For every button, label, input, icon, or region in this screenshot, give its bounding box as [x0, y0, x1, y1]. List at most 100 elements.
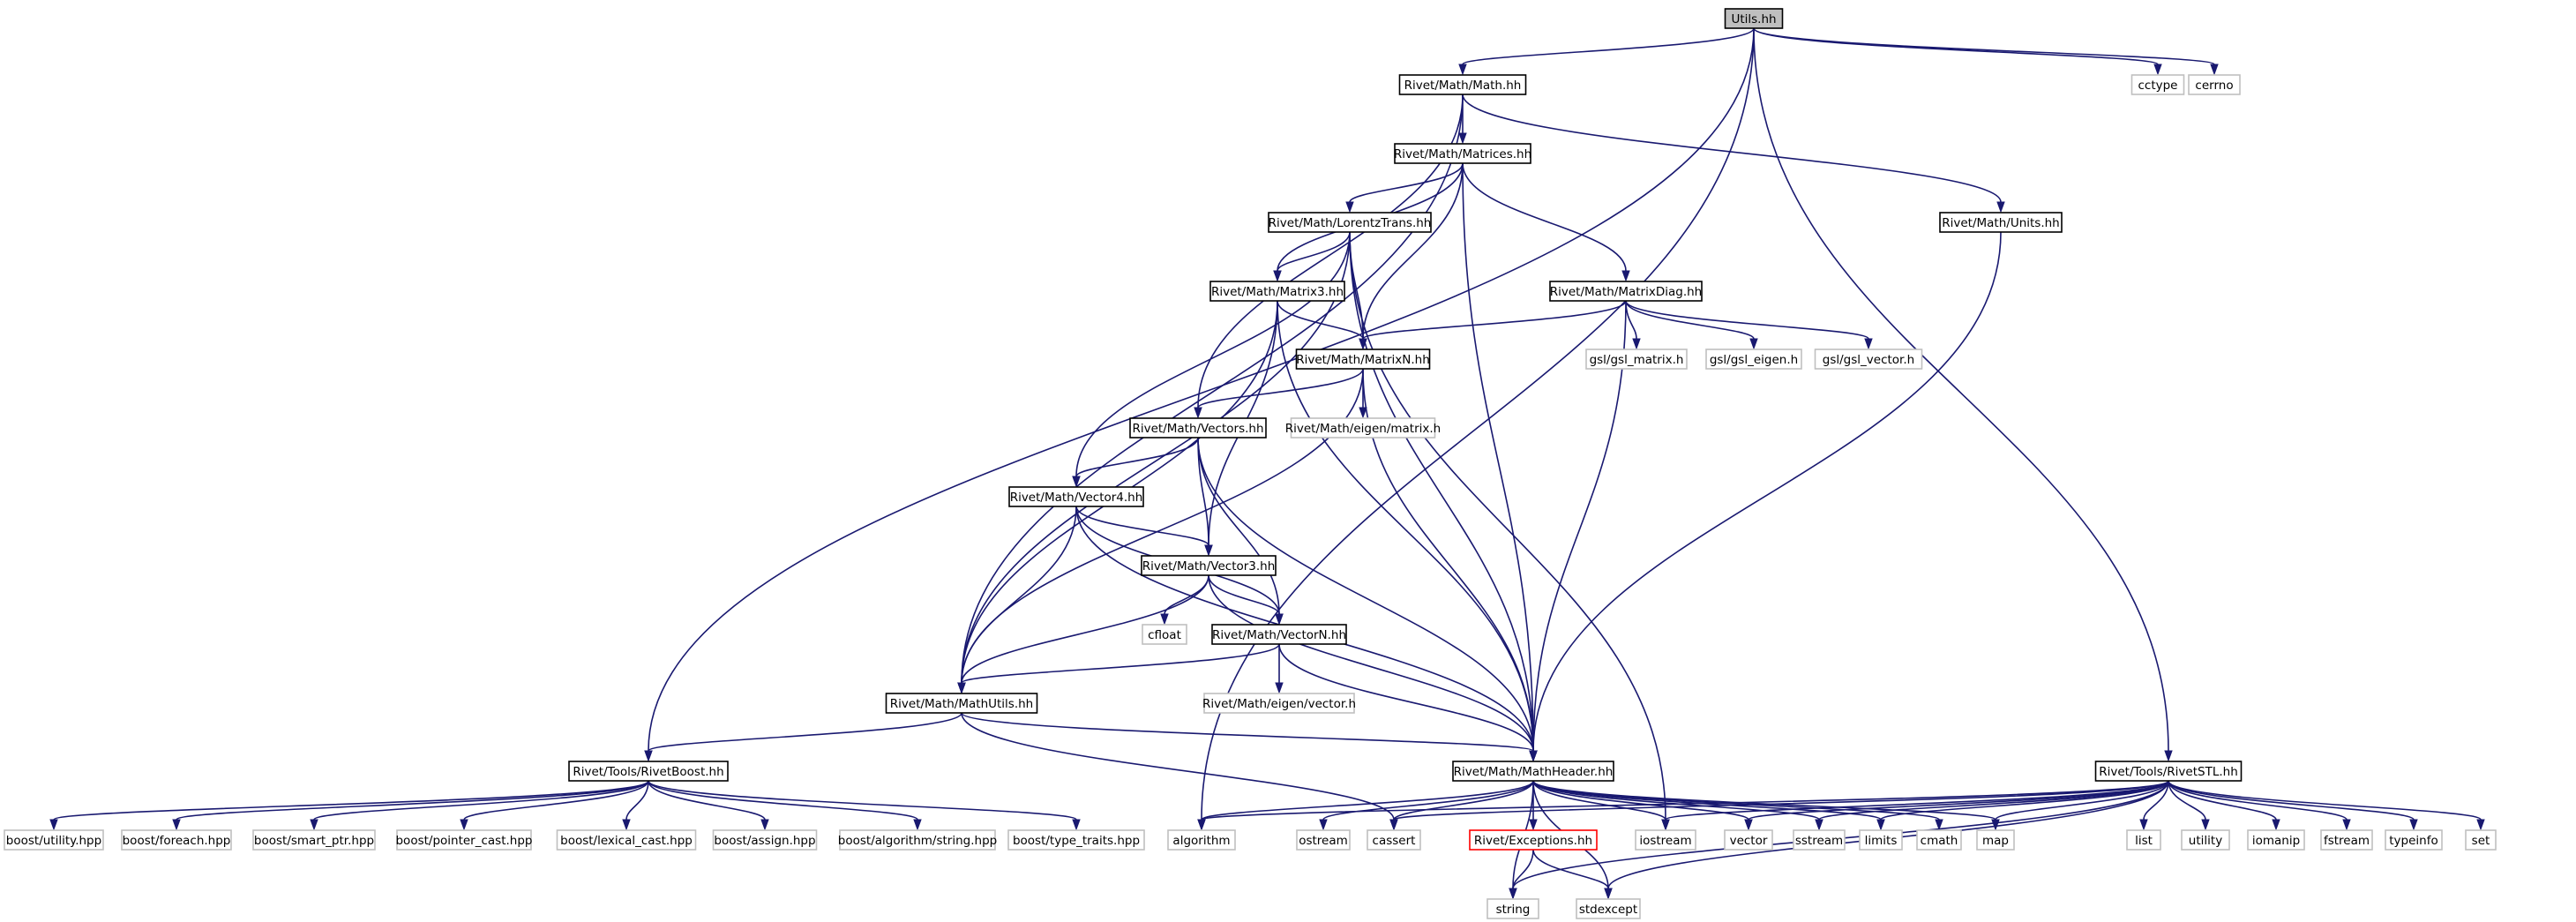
arrowhead-matrixn-to-eigenmatrix [1359, 407, 1367, 419]
node-math-label: Rivet/Math/Math.hh [1404, 79, 1522, 93]
arrowhead-rivetstl-to-cassert [1389, 819, 1398, 831]
node-typeinfo-box [2385, 829, 2443, 851]
arrowhead-vector3-to-vectorn [1275, 613, 1284, 626]
node-vector3-label: Rivet/Math/Vector3.hh [1142, 559, 1276, 573]
node-vector3[interactable]: Rivet/Math/Vector3.hh [1141, 555, 1277, 576]
node-rivetboost-box [568, 761, 729, 782]
node-limits-label: limits [1865, 834, 1898, 848]
node-units-label: Rivet/Math/Units.hh [1942, 216, 2060, 230]
arrowhead-rivetstl-to-iomanip [2272, 819, 2280, 831]
node-mathheader[interactable]: Rivet/Math/MathHeader.hh [1452, 761, 1614, 782]
arrowhead-rivetstl-to-algorithm [1197, 819, 1206, 831]
node-blexical-label: boost/lexical_cast.hpp [560, 834, 693, 848]
node-sstream-box [1793, 829, 1846, 851]
arrowhead-rivetstl-to-set [2476, 819, 2485, 831]
node-eigenvector-box [1203, 693, 1355, 714]
arrowhead-vector4-to-vector3 [1204, 544, 1213, 557]
node-matrix3-label: Rivet/Math/Matrix3.hh [1211, 285, 1344, 299]
edge-vectors-to-mathheader [1197, 437, 1534, 752]
node-blexical: boost/lexical_cast.hpp [556, 829, 697, 851]
arrowhead-mathheader-to-ostream [1319, 819, 1328, 831]
node-matrixn[interactable]: Rivet/Math/MatrixN.hh [1295, 349, 1431, 370]
arrowhead-math-to-matrices [1458, 132, 1467, 145]
node-utility: utility [2181, 829, 2230, 851]
node-cctype-box [2130, 74, 2185, 95]
node-stdexcept-box [1576, 898, 1641, 919]
edge-mathutils-to-cassert [961, 712, 1395, 821]
node-vectorn-box [1211, 624, 1347, 645]
edge-exceptions-to-stdexcept [1532, 849, 1609, 889]
node-math[interactable]: Rivet/Math/Math.hh [1398, 74, 1527, 95]
edge-rivetboost-to-balgstring [648, 780, 918, 821]
arrowhead-vectorn-to-eigenvector [1275, 682, 1284, 694]
arrowhead-matrixdiag-to-gslmatrix [1632, 338, 1641, 350]
node-bsmartptr: boost/smart_ptr.hpp [252, 829, 376, 851]
node-bsmartptr-box [252, 829, 376, 851]
edge-vectors-to-vector4 [1075, 437, 1199, 477]
node-cctype-label: cctype [2138, 79, 2177, 93]
node-bsmartptr-label: boost/smart_ptr.hpp [254, 834, 374, 848]
node-map-label: map [1982, 834, 2009, 848]
node-vector4[interactable]: Rivet/Math/Vector4.hh [1008, 486, 1144, 507]
edge-vector4-to-vector3 [1075, 506, 1209, 546]
node-matrixdiag[interactable]: Rivet/Math/MatrixDiag.hh [1549, 281, 1703, 302]
node-rivetboost[interactable]: Rivet/Tools/RivetBoost.hh [568, 761, 729, 782]
node-gsleigen-label: gsl/gsl_eigen.h [1710, 353, 1798, 367]
edge-vectorn-to-mathutils [961, 643, 1280, 684]
edge-rivetstl-to-typeinfo [2168, 780, 2415, 821]
node-mathheader-box [1452, 761, 1614, 782]
node-vectorn[interactable]: Rivet/Math/VectorN.hh [1211, 624, 1347, 645]
edge-lorentz-to-iostream [1349, 231, 1666, 821]
node-limits: limits [1859, 829, 1903, 851]
arrowhead-rivetboost-to-bpointercast [460, 819, 468, 831]
edge-rivetstl-to-sstream [1818, 780, 2169, 821]
node-utils[interactable]: Utils.hh [1724, 8, 1784, 29]
arrowhead-rivetstl-to-sstream [1815, 819, 1823, 831]
node-lorentz[interactable]: Rivet/Math/LorentzTrans.hh [1268, 212, 1432, 233]
edge-matrices-to-lorentz [1349, 162, 1464, 203]
node-math-box [1398, 74, 1527, 95]
node-ostream-label: ostream [1299, 834, 1348, 848]
node-utils-label: Utils.hh [1731, 12, 1776, 26]
node-matrices[interactable]: Rivet/Math/Matrices.hh [1394, 143, 1531, 164]
node-butility: boost/utility.hpp [4, 829, 104, 851]
node-vectors[interactable]: Rivet/Math/Vectors.hh [1129, 417, 1267, 439]
edge-units-to-mathheader [1532, 231, 2002, 752]
edge-exceptions-to-string [1512, 849, 1534, 889]
arrowhead-rivetstl-to-vector [1744, 819, 1753, 831]
edge-layer [49, 27, 2485, 900]
edge-rivetboost-to-btypetraits [648, 780, 1077, 821]
node-set: set [2465, 829, 2497, 851]
node-rivetboost-label: Rivet/Tools/RivetBoost.hh [573, 765, 723, 779]
node-rivetstl-box [2094, 761, 2243, 782]
edge-rivetboost-to-butility [53, 780, 649, 821]
node-mathutils[interactable]: Rivet/Math/MathUtils.hh [885, 693, 1038, 714]
node-rivetstl[interactable]: Rivet/Tools/RivetSTL.hh [2094, 761, 2243, 782]
node-matrices-label: Rivet/Math/Matrices.hh [1394, 147, 1531, 161]
node-eigenvector-label: Rivet/Math/eigen/vector.h [1202, 697, 1356, 711]
node-butility-box [4, 829, 104, 851]
node-butility-label: boost/utility.hpp [6, 834, 101, 848]
node-string-box [1486, 898, 1539, 919]
node-algorithm-label: algorithm [1172, 834, 1230, 848]
node-ostream-box [1296, 829, 1351, 851]
node-list-label: list [2135, 834, 2153, 848]
edge-matrixdiag-to-gslvector [1625, 300, 1869, 340]
node-stdexcept: stdexcept [1576, 898, 1641, 919]
edge-utils-to-rivetstl [1753, 27, 2169, 752]
node-cfloat-box [1142, 624, 1187, 645]
node-mathheader-label: Rivet/Math/MathHeader.hh [1454, 765, 1614, 779]
node-list-box [2126, 829, 2161, 851]
node-vector4-box [1008, 486, 1144, 507]
node-fstream-label: fstream [2324, 834, 2370, 848]
arrowhead-rivetstl-to-limits [1876, 819, 1885, 831]
node-utility-box [2181, 829, 2230, 851]
edge-matrix3-to-matrixn [1277, 300, 1364, 340]
node-gslmatrix-label: gsl/gsl_matrix.h [1590, 353, 1684, 367]
node-units[interactable]: Rivet/Math/Units.hh [1939, 212, 2063, 233]
edge-rivetboost-to-bsmartptr [313, 780, 649, 821]
node-matrix3[interactable]: Rivet/Math/Matrix3.hh [1209, 281, 1345, 302]
node-btypetraits-label: boost/type_traits.hpp [1013, 834, 1140, 848]
